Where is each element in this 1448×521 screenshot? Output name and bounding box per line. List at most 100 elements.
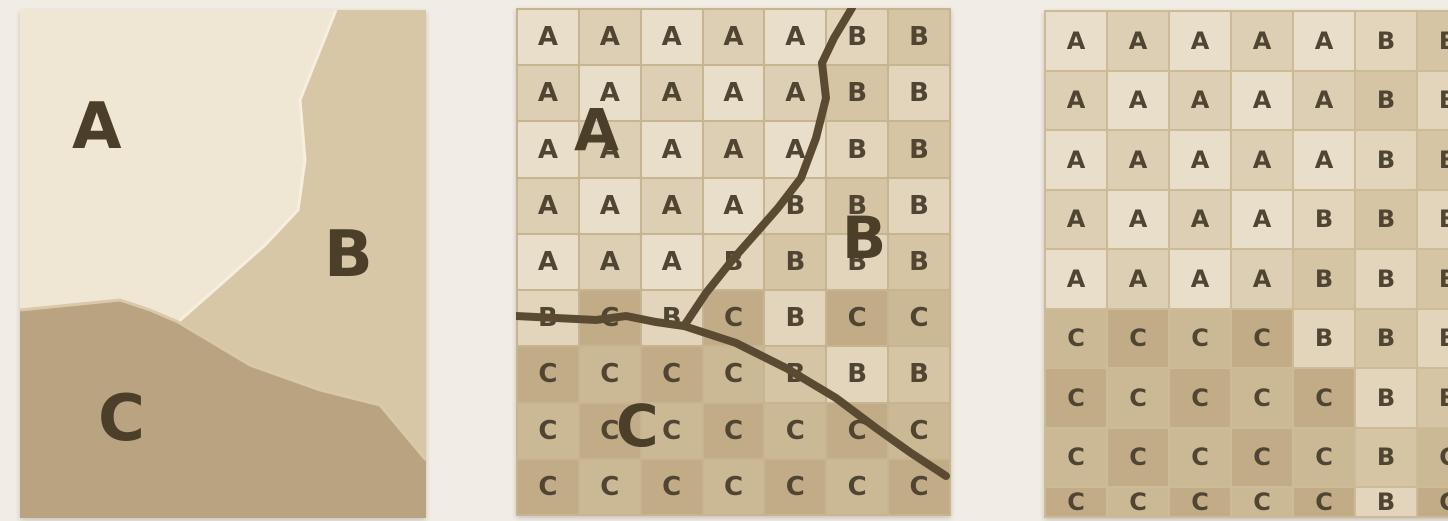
overlay-cell: A — [642, 10, 702, 64]
final-cell: A — [1232, 191, 1292, 249]
final-cell: A — [1294, 131, 1354, 189]
final-cell: C — [1046, 369, 1106, 427]
overlay-cell: B — [827, 66, 887, 120]
overlay-cell: A — [704, 10, 764, 64]
overlay-cell: A — [518, 122, 578, 176]
overlay-cell: A — [704, 179, 764, 233]
final-cell: A — [1294, 12, 1354, 70]
final-cell: C — [1418, 488, 1448, 516]
final-cell: B — [1418, 191, 1448, 249]
final-cell: A — [1046, 131, 1106, 189]
overlay-label-b: B — [842, 204, 886, 272]
final-cell: A — [1046, 191, 1106, 249]
overlay-cell: B — [889, 66, 949, 120]
final-cell: C — [1108, 310, 1168, 368]
final-cell: B — [1418, 369, 1448, 427]
final-cell: A — [1108, 131, 1168, 189]
overlay-cell: A — [580, 235, 640, 289]
overlay-cell: B — [889, 347, 949, 401]
overlay-cell: A — [704, 66, 764, 120]
final-cell: C — [1232, 488, 1292, 516]
final-cell: B — [1356, 488, 1416, 516]
final-cell: A — [1108, 12, 1168, 70]
overlay-cell: B — [765, 291, 825, 345]
final-cell: A — [1108, 191, 1168, 249]
final-cell: B — [1356, 310, 1416, 368]
final-cell: C — [1108, 429, 1168, 487]
final-cell: C — [1294, 429, 1354, 487]
overlay-cell: C — [827, 291, 887, 345]
final-cell: A — [1232, 131, 1292, 189]
final-cell: C — [1046, 310, 1106, 368]
overlay-label-a: A — [574, 96, 619, 164]
final-cell: B — [1356, 191, 1416, 249]
final-cell: A — [1232, 72, 1292, 130]
final-cell: B — [1294, 191, 1354, 249]
overlay-cell: A — [518, 179, 578, 233]
final-cell: B — [1418, 250, 1448, 308]
overlay-cell: C — [704, 460, 764, 514]
overlay-cell: C — [704, 404, 764, 458]
final-cell: C — [1046, 488, 1106, 516]
overlay-cell: B — [765, 179, 825, 233]
final-cell: A — [1170, 250, 1230, 308]
final-cell: C — [1170, 488, 1230, 516]
overlay-cell: A — [642, 122, 702, 176]
final-cell: B — [1294, 310, 1354, 368]
overlay-cell: B — [827, 10, 887, 64]
overlay-cell: B — [704, 235, 764, 289]
overlay-cell: A — [642, 66, 702, 120]
overlay-cell: C — [580, 291, 640, 345]
final-cell: B — [1418, 12, 1448, 70]
final-cell: B — [1356, 250, 1416, 308]
final-cell: A — [1046, 72, 1106, 130]
final-cell: C — [1232, 310, 1292, 368]
overlay-cell: C — [889, 460, 949, 514]
overlay-cell: B — [642, 291, 702, 345]
final-cell: A — [1170, 191, 1230, 249]
overlay-cell: B — [765, 347, 825, 401]
overlay-cell: C — [765, 404, 825, 458]
overlay-cell: C — [704, 291, 764, 345]
overlay-label-c: C — [616, 392, 659, 460]
overlay-cell: A — [642, 235, 702, 289]
overlay-cell: C — [518, 347, 578, 401]
overlay-cell: B — [765, 235, 825, 289]
overlay-cell: C — [518, 460, 578, 514]
overlay-cell: A — [580, 10, 640, 64]
overlay-cell: A — [518, 66, 578, 120]
final-cell: A — [1232, 250, 1292, 308]
final-cell: C — [1232, 369, 1292, 427]
final-cell: B — [1418, 310, 1448, 368]
overlay-cell: B — [518, 291, 578, 345]
final-cell: A — [1170, 72, 1230, 130]
final-cell: B — [1294, 250, 1354, 308]
overlay-grid-panel: AAAAABBAAAAABBAAAAABBAAAABBBAAABBBBBCBCB… — [516, 8, 951, 516]
overlay-cell: C — [827, 404, 887, 458]
final-cell: A — [1108, 250, 1168, 308]
overlay-cell: A — [642, 179, 702, 233]
overlay-cell: C — [889, 404, 949, 458]
overlay-cell: A — [580, 179, 640, 233]
final-cell: A — [1294, 72, 1354, 130]
final-cell: A — [1232, 12, 1292, 70]
overlay-cell: B — [827, 122, 887, 176]
overlay-cell: C — [889, 291, 949, 345]
region-label-a: A — [72, 90, 122, 164]
overlay-cell: C — [765, 460, 825, 514]
final-cell: C — [1170, 429, 1230, 487]
final-cell: A — [1108, 72, 1168, 130]
final-cell: C — [1294, 369, 1354, 427]
final-cell: A — [1046, 12, 1106, 70]
final-cell: B — [1356, 12, 1416, 70]
final-cell: B — [1418, 72, 1448, 130]
overlay-cell: A — [765, 66, 825, 120]
region-label-b: B — [324, 218, 373, 292]
overlay-cell: C — [518, 404, 578, 458]
overlay-cell: A — [704, 122, 764, 176]
overlay-cell: C — [580, 460, 640, 514]
final-cell: C — [1418, 429, 1448, 487]
overlay-cell: B — [827, 347, 887, 401]
region-map-panel: A B C — [20, 10, 426, 518]
